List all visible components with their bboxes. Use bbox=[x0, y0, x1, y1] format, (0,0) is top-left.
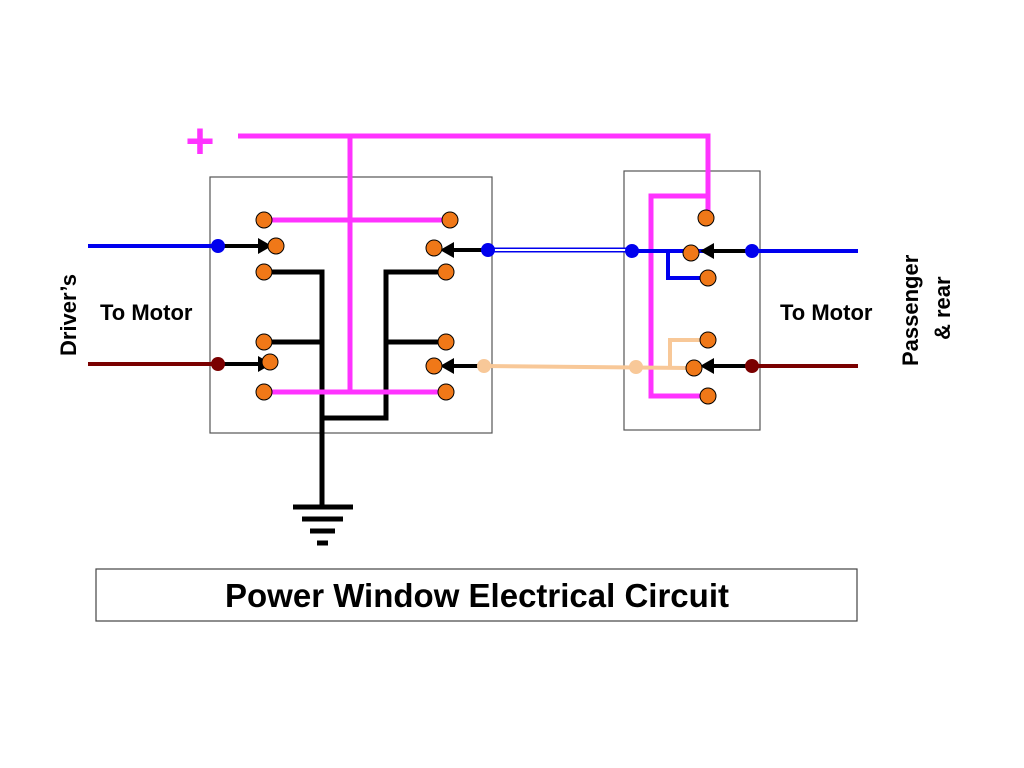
rear-label: & rear bbox=[930, 276, 955, 340]
arrow-left-icon bbox=[700, 358, 714, 374]
terminal bbox=[699, 331, 717, 349]
title-box bbox=[95, 568, 858, 622]
junction-dots bbox=[211, 239, 759, 374]
terminal bbox=[255, 383, 273, 401]
terminal bbox=[255, 263, 273, 281]
junction-dot bbox=[481, 243, 495, 257]
peach-motor-wire bbox=[483, 338, 708, 370]
terminal bbox=[255, 211, 273, 229]
terminal bbox=[682, 244, 700, 262]
terminal bbox=[255, 333, 273, 351]
terminal bbox=[437, 383, 455, 401]
junction-dot bbox=[745, 244, 759, 258]
plus-icon: + bbox=[185, 113, 214, 169]
junction-dot bbox=[477, 359, 491, 373]
arrow-left-icon bbox=[440, 358, 454, 374]
arrow-left-icon bbox=[700, 243, 714, 259]
terminal bbox=[425, 357, 443, 375]
terminal bbox=[685, 359, 703, 377]
terminal bbox=[697, 209, 715, 227]
terminal bbox=[437, 333, 455, 351]
terminal bbox=[261, 353, 279, 371]
ground-icon bbox=[293, 504, 353, 546]
junction-dot bbox=[211, 357, 225, 371]
terminal bbox=[425, 239, 443, 257]
junction-dot bbox=[745, 359, 759, 373]
terminal bbox=[699, 269, 717, 287]
terminal bbox=[267, 237, 285, 255]
junction-dot bbox=[625, 244, 639, 258]
driver-terminals bbox=[255, 211, 459, 401]
junction-dot bbox=[211, 239, 225, 253]
driver-to-motor-label: To Motor bbox=[100, 300, 193, 325]
passenger-label: Passenger bbox=[898, 254, 923, 366]
darkred-motor-wire bbox=[88, 362, 858, 368]
ground-wiring bbox=[264, 269, 446, 505]
passenger-switch-box bbox=[623, 170, 761, 431]
arrow-right-icon bbox=[258, 238, 272, 254]
junction-dot bbox=[629, 360, 643, 374]
passenger-terminals bbox=[682, 209, 717, 405]
diagram-title: Power Window Electrical Circuit bbox=[225, 577, 729, 614]
power-wiring bbox=[238, 133, 711, 399]
terminal bbox=[699, 387, 717, 405]
terminal bbox=[441, 211, 459, 229]
drivers-label: Driver’s bbox=[56, 274, 81, 356]
terminal bbox=[437, 263, 455, 281]
passenger-to-motor-label: To Motor bbox=[780, 300, 873, 325]
arrow-left-icon bbox=[440, 242, 454, 258]
